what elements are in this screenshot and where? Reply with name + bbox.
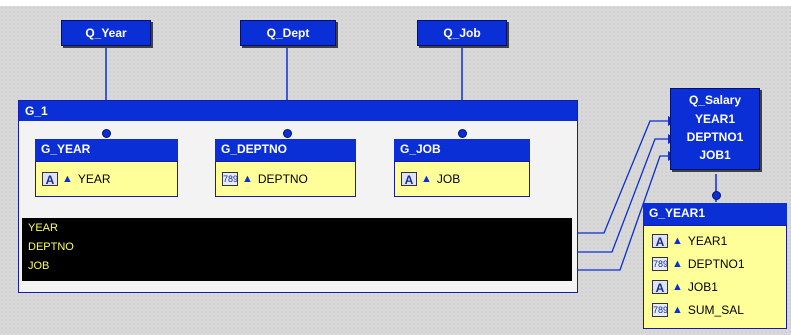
query-q-job[interactable]: Q_Job: [417, 20, 507, 46]
link-dot: [283, 129, 292, 138]
summary-field-job[interactable]: JOB: [28, 260, 50, 272]
break-arrow-icon: ▲: [672, 281, 683, 293]
group-g-year1-body: A ▲ YEAR1 789 ▲ DEPTNO1 A ▲ JOB1 789 ▲ S…: [643, 225, 787, 329]
query-q-dept[interactable]: Q_Dept: [240, 20, 336, 46]
char-type-icon: A: [652, 234, 668, 249]
field-deptno[interactable]: 789 ▲ DEPTNO: [222, 169, 308, 189]
data-model-canvas[interactable]: Q_Year Q_Dept Q_Job G_1 G_YEAR A ▲ YEAR …: [0, 6, 791, 335]
number-type-icon: 789: [222, 172, 239, 186]
group-g-job-title[interactable]: G_JOB: [394, 139, 530, 161]
field-sum-sal[interactable]: 789 ▲ SUM_SAL: [652, 300, 744, 320]
field-job1-label: JOB1: [687, 280, 718, 294]
break-arrow-icon: ▲: [672, 258, 683, 270]
number-type-icon: 789: [652, 303, 669, 317]
query-q-job-label: Q_Job: [443, 26, 481, 40]
group-g-job-body: A ▲ JOB: [394, 161, 530, 197]
summary-field-year[interactable]: YEAR: [28, 222, 58, 234]
number-type-icon: 789: [652, 257, 669, 271]
group-g-deptno-body: 789 ▲ DEPTNO: [215, 161, 356, 197]
q-salary-column-deptno1[interactable]: DEPTNO1: [686, 130, 744, 144]
char-type-icon: A: [42, 172, 58, 187]
char-type-icon: A: [401, 172, 417, 187]
field-deptno1[interactable]: 789 ▲ DEPTNO1: [652, 254, 745, 274]
break-arrow-icon: ▲: [242, 173, 253, 185]
query-q-salary-title: Q_Salary: [688, 93, 742, 107]
query-q-year[interactable]: Q_Year: [61, 20, 151, 46]
q-salary-column-job1[interactable]: JOB1: [699, 148, 731, 162]
break-arrow-icon: ▲: [421, 173, 432, 185]
link-dot: [712, 191, 721, 200]
field-sum-sal-label: SUM_SAL: [687, 303, 744, 317]
char-type-icon: A: [652, 280, 668, 295]
group-g1-title: G_1: [19, 101, 577, 121]
field-year1[interactable]: A ▲ YEAR1: [652, 231, 727, 251]
group-g-year-body: A ▲ YEAR: [35, 161, 178, 197]
break-arrow-icon: ▲: [672, 304, 683, 316]
field-job[interactable]: A ▲ JOB: [401, 169, 460, 189]
field-year1-label: YEAR1: [687, 234, 728, 248]
field-deptno1-label: DEPTNO1: [687, 257, 745, 271]
link-dot: [102, 129, 111, 138]
summary-fields-pane: YEAR DEPTNO JOB: [22, 218, 572, 281]
link-dot: [458, 129, 467, 138]
query-q-dept-label: Q_Dept: [266, 26, 310, 40]
query-q-salary[interactable]: Q_Salary YEAR1 DEPTNO1 JOB1: [670, 88, 760, 170]
q-salary-column-year1[interactable]: YEAR1: [694, 112, 735, 126]
group-g-year1-title[interactable]: G_YEAR1: [643, 203, 787, 225]
group-g-deptno-title[interactable]: G_DEPTNO: [215, 139, 356, 161]
field-year-label: YEAR: [77, 172, 111, 186]
break-arrow-icon: ▲: [62, 173, 73, 185]
field-job1[interactable]: A ▲ JOB1: [652, 277, 718, 297]
break-arrow-icon: ▲: [672, 235, 683, 247]
field-job-label: JOB: [436, 172, 461, 186]
summary-field-deptno[interactable]: DEPTNO: [28, 241, 74, 253]
field-deptno-label: DEPTNO: [257, 172, 308, 186]
group-g-year-title[interactable]: G_YEAR: [35, 139, 178, 161]
field-year[interactable]: A ▲ YEAR: [42, 169, 111, 189]
query-q-year-label: Q_Year: [85, 26, 127, 40]
